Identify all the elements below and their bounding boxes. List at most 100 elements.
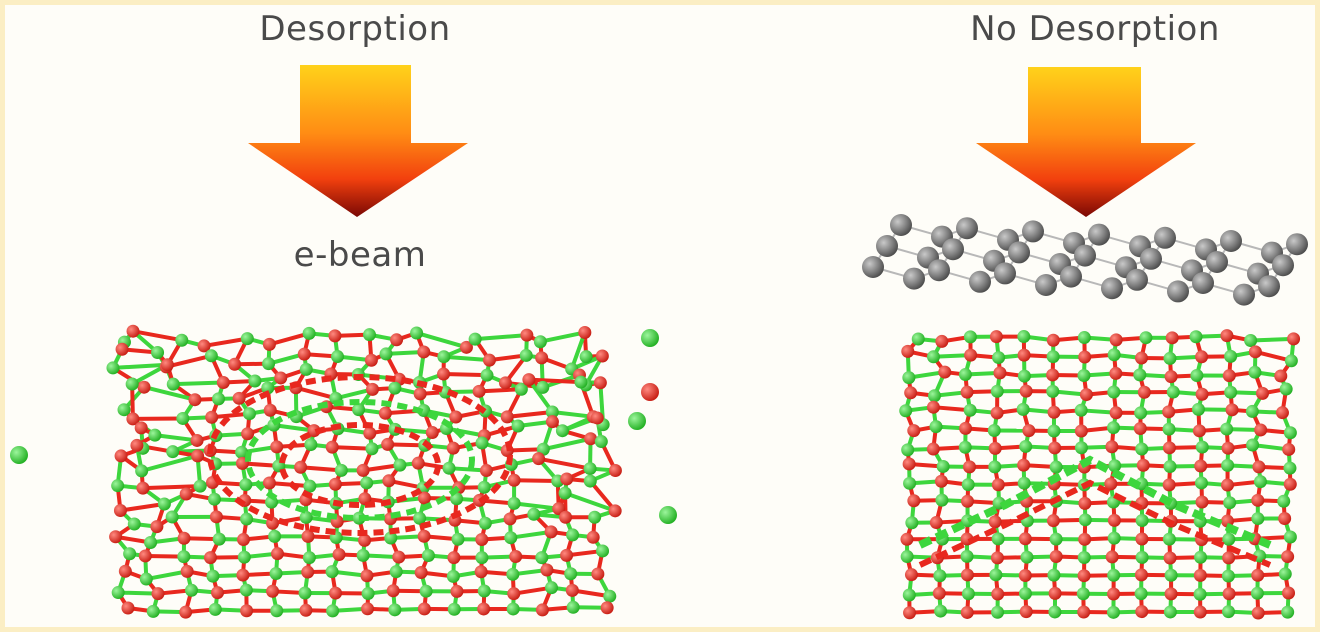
lattice-atom	[584, 432, 598, 446]
lattice-atom	[1105, 550, 1119, 564]
carbon-atom	[1286, 233, 1308, 256]
carbon-atom	[1272, 254, 1294, 277]
lattice-atom	[205, 410, 219, 424]
lattice-atom	[1225, 403, 1239, 417]
lattice-atom	[608, 463, 622, 477]
lattice-atom	[1135, 605, 1149, 619]
lattice-atom	[514, 382, 528, 396]
lattice-bond	[416, 331, 467, 350]
lattice-atom	[274, 371, 288, 385]
lattice-atom	[903, 606, 917, 620]
lattice-atom	[360, 569, 374, 583]
lattice-atom	[417, 602, 431, 616]
carbon-atom	[994, 262, 1016, 285]
lattice-atom	[565, 583, 579, 597]
carbon-atom	[876, 235, 898, 257]
lattice-atom	[362, 328, 376, 342]
lattice-atom	[261, 381, 275, 395]
lattice-atom	[185, 583, 199, 597]
lattice-atom	[1246, 438, 1260, 452]
lattice-atom	[934, 474, 948, 488]
lattice-atom	[1164, 568, 1178, 582]
lattice-atom	[901, 443, 915, 457]
lattice-atom	[1077, 368, 1091, 382]
lattice-atom	[1163, 605, 1177, 619]
no-desorption-title: No Desorption	[970, 9, 1220, 49]
lattice-atom	[478, 516, 492, 530]
lattice-atom	[474, 565, 488, 579]
lattice-atom	[475, 436, 489, 450]
lattice-atom	[1049, 460, 1063, 474]
lattice-atom	[926, 400, 940, 414]
lattice-atom	[334, 463, 348, 477]
distortion-ring	[207, 374, 513, 536]
lattice-atom	[509, 550, 523, 564]
lattice-atom	[137, 380, 151, 394]
lattice-atom	[535, 551, 549, 565]
lattice-atom	[902, 588, 916, 602]
lattice-atom	[138, 549, 152, 563]
lattice-atom	[1193, 605, 1207, 619]
lattice-atom	[506, 567, 520, 581]
lattice-atom	[902, 371, 916, 385]
lattice-bond	[507, 409, 553, 419]
lattice-atom	[564, 567, 578, 581]
lattice-atom	[1107, 587, 1121, 601]
lattice-atom	[126, 324, 140, 338]
lattice-atom	[240, 604, 254, 618]
lattice-atom	[1022, 424, 1036, 438]
lattice-bond	[514, 478, 558, 483]
lattice-atom	[1135, 442, 1149, 456]
lattice-atom	[960, 605, 974, 619]
lattice-atom	[117, 403, 131, 417]
lattice-atom	[1109, 406, 1123, 420]
lattice-atom	[990, 406, 1004, 420]
carbon-atom	[1022, 220, 1044, 243]
lattice-atom	[603, 589, 617, 603]
lattice-atom	[1194, 476, 1208, 490]
lattice-atom	[1194, 550, 1208, 564]
lattice-atom	[417, 491, 431, 505]
lattice-pattern	[918, 455, 1272, 549]
lattice-atom	[961, 494, 975, 508]
lattice-atom	[989, 568, 1003, 582]
lattice-atom	[270, 547, 284, 561]
lattice-atom	[1252, 460, 1266, 474]
lattice-atom	[212, 392, 226, 406]
lattice-atom	[1133, 421, 1147, 435]
lattice-atom	[419, 584, 433, 598]
lattice-atom	[1221, 441, 1235, 455]
lattice-atom	[302, 326, 316, 340]
lattice-atom	[1222, 369, 1236, 383]
lattice-atom	[608, 504, 622, 518]
lattice-atom	[938, 365, 952, 379]
carbon-atom	[928, 259, 950, 282]
lattice-atom	[989, 330, 1003, 344]
lattice-bond	[528, 377, 582, 385]
lattice-atom	[242, 407, 256, 421]
lattice-atom	[1163, 460, 1177, 474]
lattice-atom	[237, 550, 251, 564]
lattice-atom	[1049, 550, 1063, 564]
lattice-atom	[1162, 478, 1176, 492]
lattice-atom	[228, 357, 242, 371]
lattice-atom	[595, 349, 609, 363]
lattice-atom	[559, 510, 573, 524]
carbon-atom	[1192, 272, 1214, 294]
lattice-atom	[114, 449, 128, 463]
lattice-atom	[1166, 385, 1180, 399]
lattice-atom	[384, 531, 398, 545]
lattice-atom	[106, 361, 120, 375]
lattice-atom	[1279, 382, 1293, 396]
lattice-atom	[468, 332, 482, 346]
lattice-atom	[1135, 514, 1149, 528]
lattice-atom	[958, 440, 972, 454]
lattice-atom	[591, 567, 605, 581]
lattice-atom	[594, 435, 608, 449]
carbon-atom	[1126, 268, 1148, 291]
lattice-atom	[1018, 569, 1032, 583]
lattice-bond	[173, 380, 224, 387]
lattice-atom	[960, 549, 974, 563]
lattice-atom	[1135, 550, 1149, 564]
lattice-atom	[472, 384, 486, 398]
